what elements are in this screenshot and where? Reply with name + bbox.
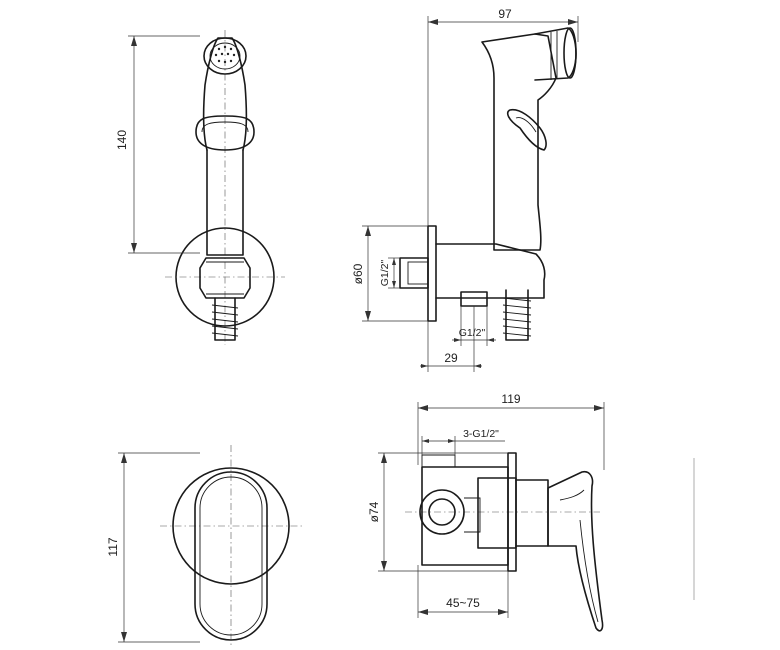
mixer-height-label: 117	[106, 537, 120, 556]
spray-nozzles	[214, 45, 236, 64]
mixer-side-view: 119 3-G1/2" ø74 45~75	[367, 392, 605, 632]
shower-width-label: 97	[498, 7, 512, 21]
shower-height-label: 140	[115, 130, 129, 150]
mixer-width-label: 119	[501, 392, 520, 406]
mixer-plate-label: ø74	[367, 501, 381, 522]
mixer-front-view: 117	[106, 445, 305, 645]
shower-thread-wall-label: G1/2"	[379, 259, 391, 286]
mixer-depth-label: 45~75	[446, 596, 480, 610]
mixer-threads-label: 3-G1/2"	[463, 428, 499, 440]
shower-offset-label: 29	[444, 351, 458, 365]
shower-front-view: 140	[115, 30, 285, 345]
shower-side-view: 97 ø60 G1/2" G1/2" 29	[351, 7, 579, 372]
shower-flange-label: ø60	[351, 263, 365, 284]
shower-thread-bottom-label: G1/2"	[459, 327, 486, 339]
